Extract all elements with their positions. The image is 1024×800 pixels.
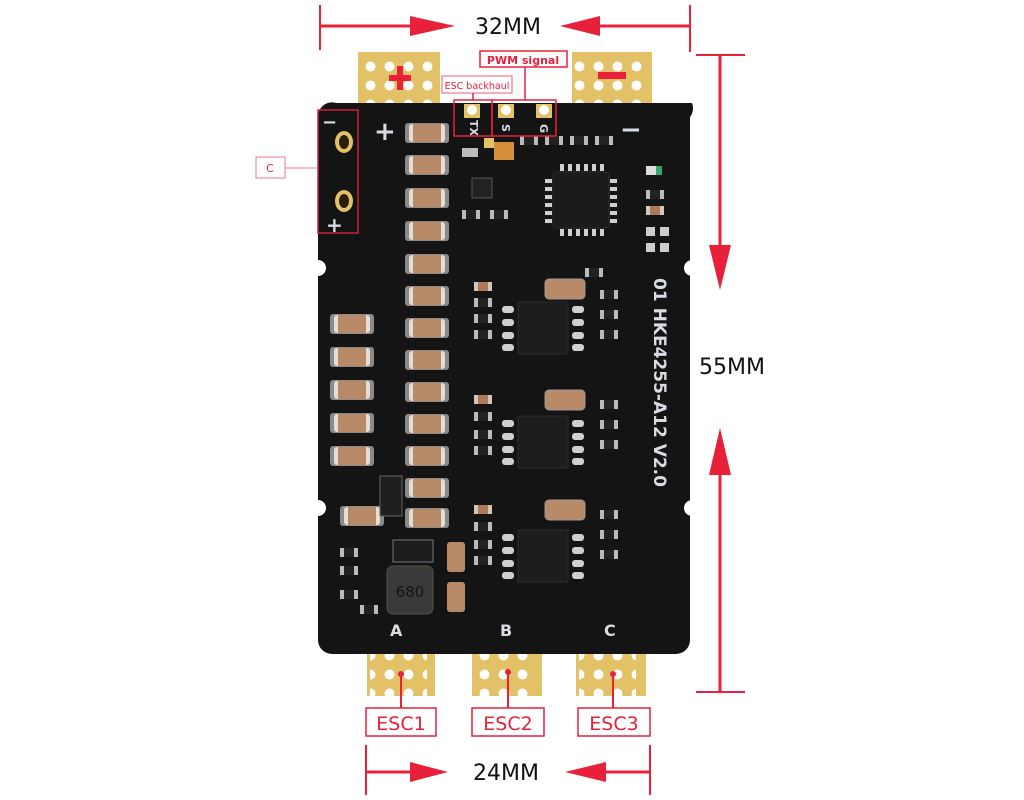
- board-minus-silk: −: [620, 115, 642, 145]
- esc-backhaul-callout: [441, 75, 513, 137]
- dimension-height-label: 55MM: [699, 355, 765, 380]
- dimension-bottom-spacing: [365, 745, 651, 795]
- pcb-board: [310, 102, 700, 654]
- board-plus-silk: +: [374, 117, 396, 147]
- inductor: 680: [386, 565, 434, 615]
- capacitor-callout: [255, 109, 359, 234]
- phase-label-c: C: [604, 621, 616, 640]
- pin-tx-label: TX: [467, 120, 480, 137]
- esc-backhaul-label: ESC backhaul: [445, 81, 510, 92]
- small-components: [340, 136, 669, 614]
- cap-plus-silk: +: [326, 213, 343, 237]
- phase-label-b: B: [500, 621, 512, 640]
- esc-callouts: [365, 669, 651, 737]
- capacitor-bank: [330, 123, 449, 528]
- dimension-top-width: [319, 5, 691, 52]
- cap-solder-pads: [335, 131, 353, 212]
- pin-g-label: G: [537, 124, 550, 133]
- power-pad-positive: [358, 52, 440, 113]
- pwm-signal-label: PWM signal: [487, 54, 559, 67]
- esc1-label: ESC1: [376, 713, 425, 735]
- esc2-label: ESC2: [483, 713, 532, 735]
- mcu-chip: [545, 164, 617, 236]
- signal-pins: [464, 104, 552, 118]
- phase-label-a: A: [390, 621, 403, 640]
- dimension-height: [696, 54, 745, 693]
- dimension-bottom-label: 24MM: [473, 761, 539, 786]
- board-model-text: 01 HKE4255-A12 V2.0: [649, 278, 669, 487]
- pwm-signal-callout: [479, 50, 568, 137]
- pin-s-label: S: [499, 124, 512, 132]
- capacitor-label: C: [266, 162, 274, 175]
- esc3-label: ESC3: [589, 713, 638, 735]
- cap-minus-silk: −: [322, 112, 337, 133]
- dimension-top-label: 32MM: [475, 15, 541, 40]
- inductor-marking: 680: [396, 583, 425, 601]
